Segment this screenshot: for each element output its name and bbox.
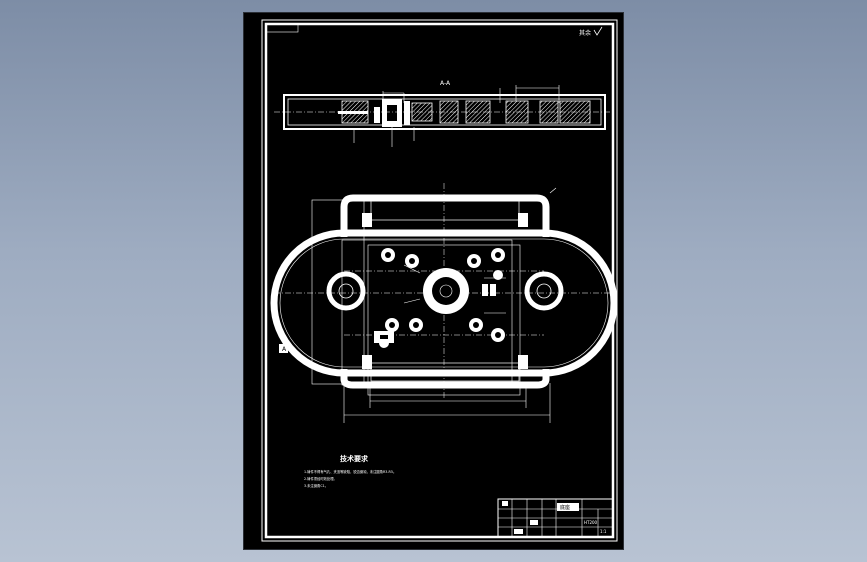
roughness-note: 其余: [579, 29, 591, 37]
section-view: [274, 85, 614, 147]
roughness-symbol-icon: [593, 26, 603, 36]
view-mark: A: [282, 346, 287, 353]
tech-requirement-2: 2.铸件须经时效处理。: [304, 476, 337, 481]
outer-border: [261, 19, 618, 542]
part-name: 底座: [560, 504, 570, 511]
drawing-code-box: [265, 23, 299, 33]
cad-drawing: 其余 A-A: [261, 19, 618, 542]
drawing-sheet: 其余 A-A: [244, 13, 623, 549]
tech-requirement-3: 3.未注倒角C1。: [304, 483, 328, 488]
tech-requirement-1: 1.铸件不得有气孔、夹渣等缺陷，锐边倒钝，未注圆角R3-R5。: [304, 469, 396, 474]
scale: 1:1: [600, 529, 607, 534]
plan-view: [270, 183, 618, 423]
material: HT200: [584, 520, 598, 525]
section-label: A-A: [440, 80, 451, 87]
tech-requirements-title: 技术要求: [340, 454, 369, 463]
view-mark-box: [279, 344, 288, 353]
title-block: 底座 HT200 1:1: [497, 498, 614, 538]
tech-requirements: 技术要求 1.铸件不得有气孔、夹渣等缺陷，锐边倒钝，未注圆角R3-R5。 2.铸…: [304, 454, 396, 488]
